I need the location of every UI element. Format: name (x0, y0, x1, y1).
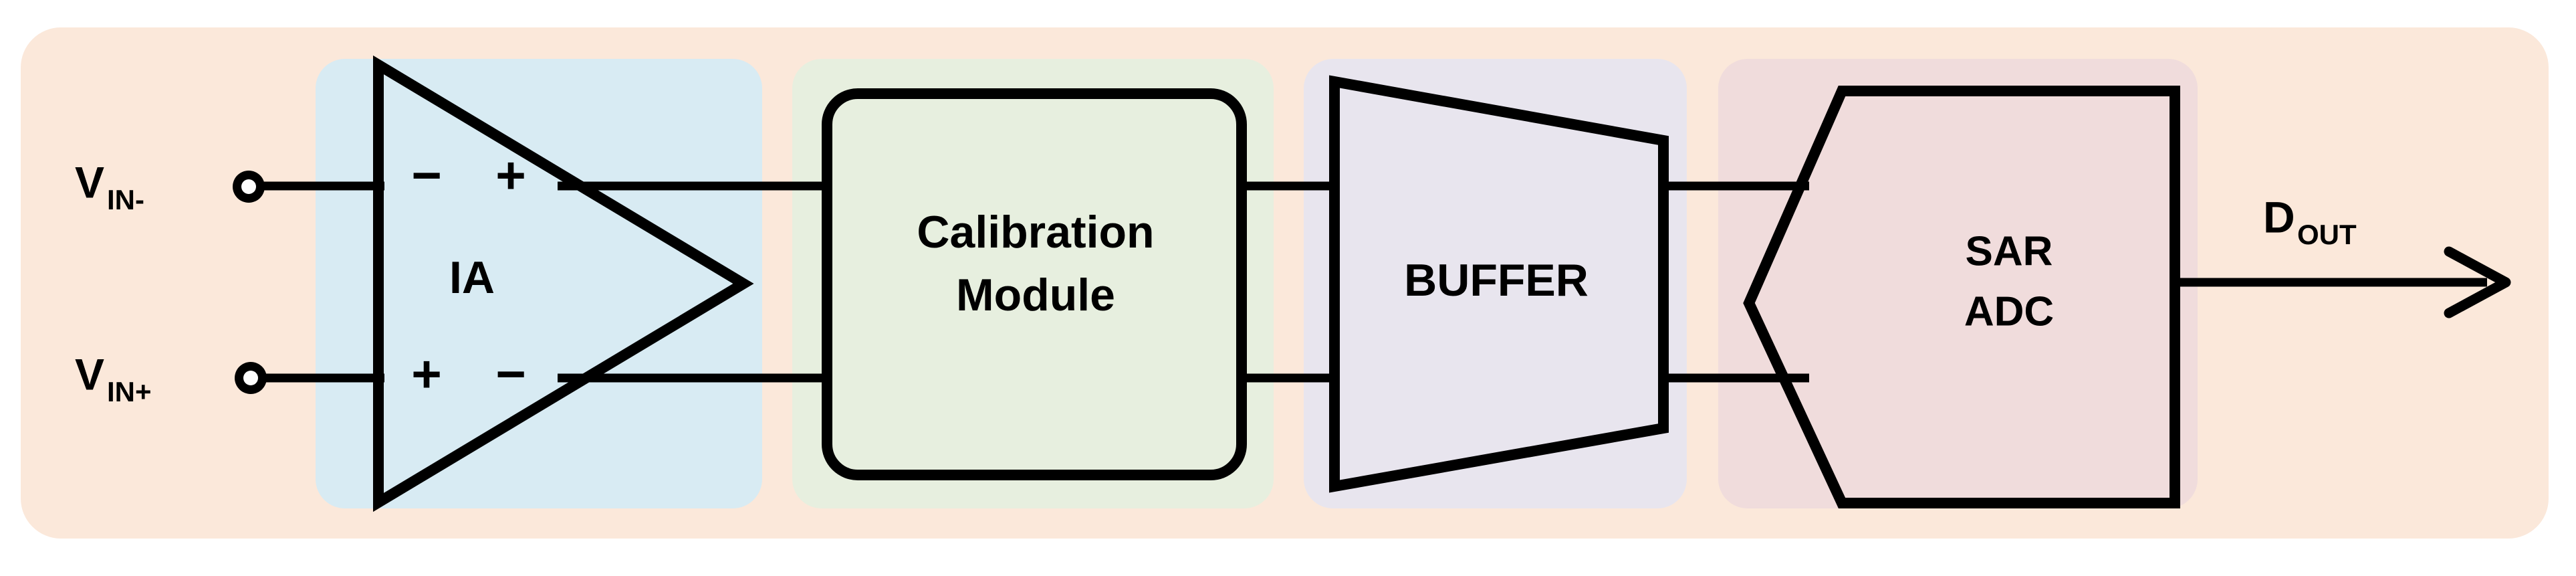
buffer-label: BUFFER (1404, 255, 1589, 306)
vin-plus-base: V (75, 349, 104, 399)
ia-input-sign-plus-bottom: + (411, 345, 442, 403)
panel-sar-adc (1718, 59, 2198, 508)
vin-minus-subscript: IN- (107, 184, 144, 215)
sar-adc-label-line2: ADC (1964, 288, 2054, 334)
ia-triangle-outline (373, 55, 754, 512)
sar-adc-label-line1: SAR (1966, 228, 2053, 274)
panel-ia (316, 59, 762, 508)
block-buffer[interactable]: BUFFER (1329, 75, 1669, 493)
panel-calibration (792, 59, 1274, 508)
vin-minus-base: V (75, 157, 104, 207)
vin-plus-subscript: IN+ (107, 376, 152, 407)
label-dout: D OUT (2263, 192, 2357, 250)
terminal-hole-vin-minus (241, 179, 256, 194)
label-vin-minus: V IN- (75, 157, 144, 215)
block-instrumentation-amplifier[interactable]: IA − + + − (373, 55, 754, 512)
ia-label: IA (449, 252, 495, 303)
ia-output-sign-plus-top: + (495, 146, 526, 205)
sar-adc-outline (1743, 86, 2180, 508)
dout-subscript: OUT (2297, 219, 2357, 250)
calibration-module-label-line2: Module (956, 270, 1115, 320)
input-terminal-vin-minus[interactable] (233, 171, 265, 203)
block-calibration-module[interactable]: Calibration Module (822, 88, 1247, 480)
input-terminal-vin-plus[interactable] (235, 362, 267, 394)
calibration-module-label-line1: Calibration (917, 207, 1154, 258)
ia-input-sign-minus-top: − (411, 146, 442, 205)
signal-wires (259, 181, 1809, 383)
dout-arrowhead-icon (2444, 246, 2511, 318)
panel-buffer (1304, 59, 1687, 508)
terminal-hole-vin-plus (243, 371, 258, 385)
dout-base: D (2263, 192, 2295, 242)
calibration-module-outline (822, 88, 1247, 480)
block-sar-adc[interactable]: SAR ADC (1743, 86, 2180, 508)
ia-output-sign-minus-bottom: − (495, 345, 526, 403)
output-signal (2171, 246, 2511, 318)
label-vin-plus: V IN+ (75, 349, 152, 407)
buffer-trapezoid-outline (1329, 75, 1669, 493)
